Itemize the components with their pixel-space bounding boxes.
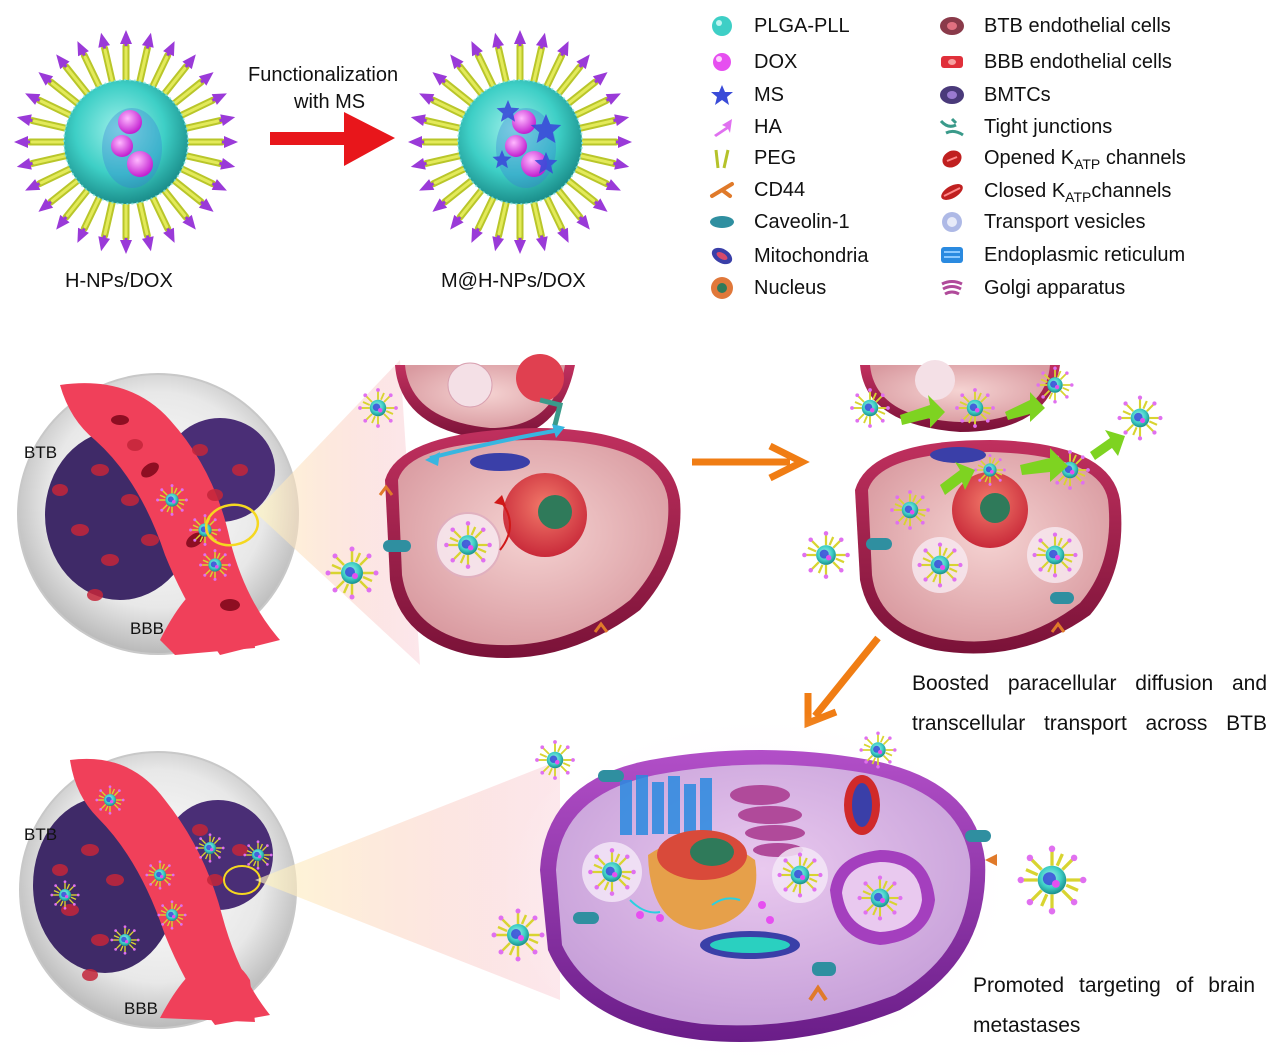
legend-item: PLGA-PLL [708,14,850,38]
legend-label: Opened KATP channels [984,146,1186,172]
upper-bbb-label: BBB [130,619,165,638]
h-np-dox-label: H-NPs/DOX [65,270,173,292]
m-h-np-dox-label: M@H-NPs/DOX [441,270,586,292]
lower-bbb-label: BBB [124,999,159,1018]
legend-item: Transport vesicles [938,210,1146,234]
legend-item: Closed KATPchannels [938,179,1172,205]
legend-label: Endoplasmic reticulum [984,243,1186,266]
upper-btb-label: BTB [24,443,58,462]
lower-btb-label: BTB [24,825,58,844]
zoom-beam-upper [255,360,420,665]
legend-item: BBB endothelial cells [938,50,1172,74]
functionalization-arrow [270,112,395,166]
closed-katp-icon [938,180,966,204]
legend-label: Closed KATPchannels [984,179,1172,205]
legend-item: Nucleus [708,276,826,300]
legend-item: Opened KATP channels [938,146,1186,172]
btb-cell-before [324,354,681,658]
m-h-np-dox-particle [408,30,632,254]
legend-label: BTB endothelial cells [984,14,1171,37]
targeting-caption: Promoted targeting of brain metastases [973,966,1255,1046]
upper-brain-sphere [17,373,299,655]
transition-arrow-right [692,442,810,482]
mitochondria-icon [708,244,736,268]
opened-katp-icon [938,147,966,171]
targeting-caption-line1: Promoted targeting of brain [973,974,1255,997]
legend-label: BMTCs [984,83,1051,106]
legend-item: BMTCs [938,83,1051,107]
h-np-dox-particle [14,30,238,254]
btb-cell-icon [938,14,966,38]
transport-caption: Boosted paracellular diffusion and trans… [912,664,1267,744]
legend-item: Caveolin-1 [708,210,850,234]
golgi-icon [938,276,966,300]
legend-item: Golgi apparatus [938,276,1125,300]
legend-label: PEG [754,146,797,169]
functionalization-label-line1: Functionalization [248,64,399,86]
legend-label: Tight junctions [984,115,1113,138]
legend-label: DOX [754,50,798,73]
legend-item: Endoplasmic reticulum [938,243,1185,267]
legend-label: BBB endothelial cells [984,50,1172,73]
vesicle-icon [938,210,966,234]
transport-caption-line2: transcellular transport across BTB [912,712,1267,735]
er-icon [938,243,966,267]
tumor-cell [490,730,1089,1042]
dox-bead-icon [708,50,736,74]
legend-item: DOX [708,50,797,74]
legend-label: HA [754,115,782,138]
legend-label: Transport vesicles [984,210,1146,233]
zoom-beam-lower [255,760,560,1000]
legend-label: MS [754,83,784,106]
bmtc-icon [938,83,966,107]
legend-item: BTB endothelial cells [938,14,1171,38]
plga-pll-sphere-icon [708,14,736,38]
legend-item: HA [708,115,782,139]
ha-arrow-icon [708,115,736,139]
legend-item: Tight junctions [938,115,1112,139]
btb-cell-after [801,360,1164,654]
transport-caption-line1: Boosted paracellular diffusion and [912,672,1267,695]
legend-label: Nucleus [754,276,827,299]
transition-arrow-down [804,635,881,729]
bbb-cell-icon [938,50,966,74]
legend-item: Mitochondria [708,244,869,268]
legend-label: PLGA-PLL [754,14,850,37]
peg-stick-icon [708,146,736,170]
caveolin-icon [708,210,736,234]
ms-star-icon [708,83,736,107]
lower-brain-sphere [19,751,297,1029]
targeting-caption-line2: metastases [973,1014,1081,1037]
functionalization-label-line2: with MS [294,91,366,113]
legend-label: Golgi apparatus [984,276,1126,299]
tight-junction-icon [938,115,966,139]
legend-label: Mitochondria [754,244,869,267]
nucleus-icon [708,276,736,300]
cd44-receptor-icon [708,178,736,202]
legend-item: MS [708,83,784,107]
legend-item: CD44 [708,178,805,202]
legend-item: PEG [708,146,796,170]
legend-label: CD44 [754,178,806,201]
legend-label: Caveolin-1 [754,210,850,233]
